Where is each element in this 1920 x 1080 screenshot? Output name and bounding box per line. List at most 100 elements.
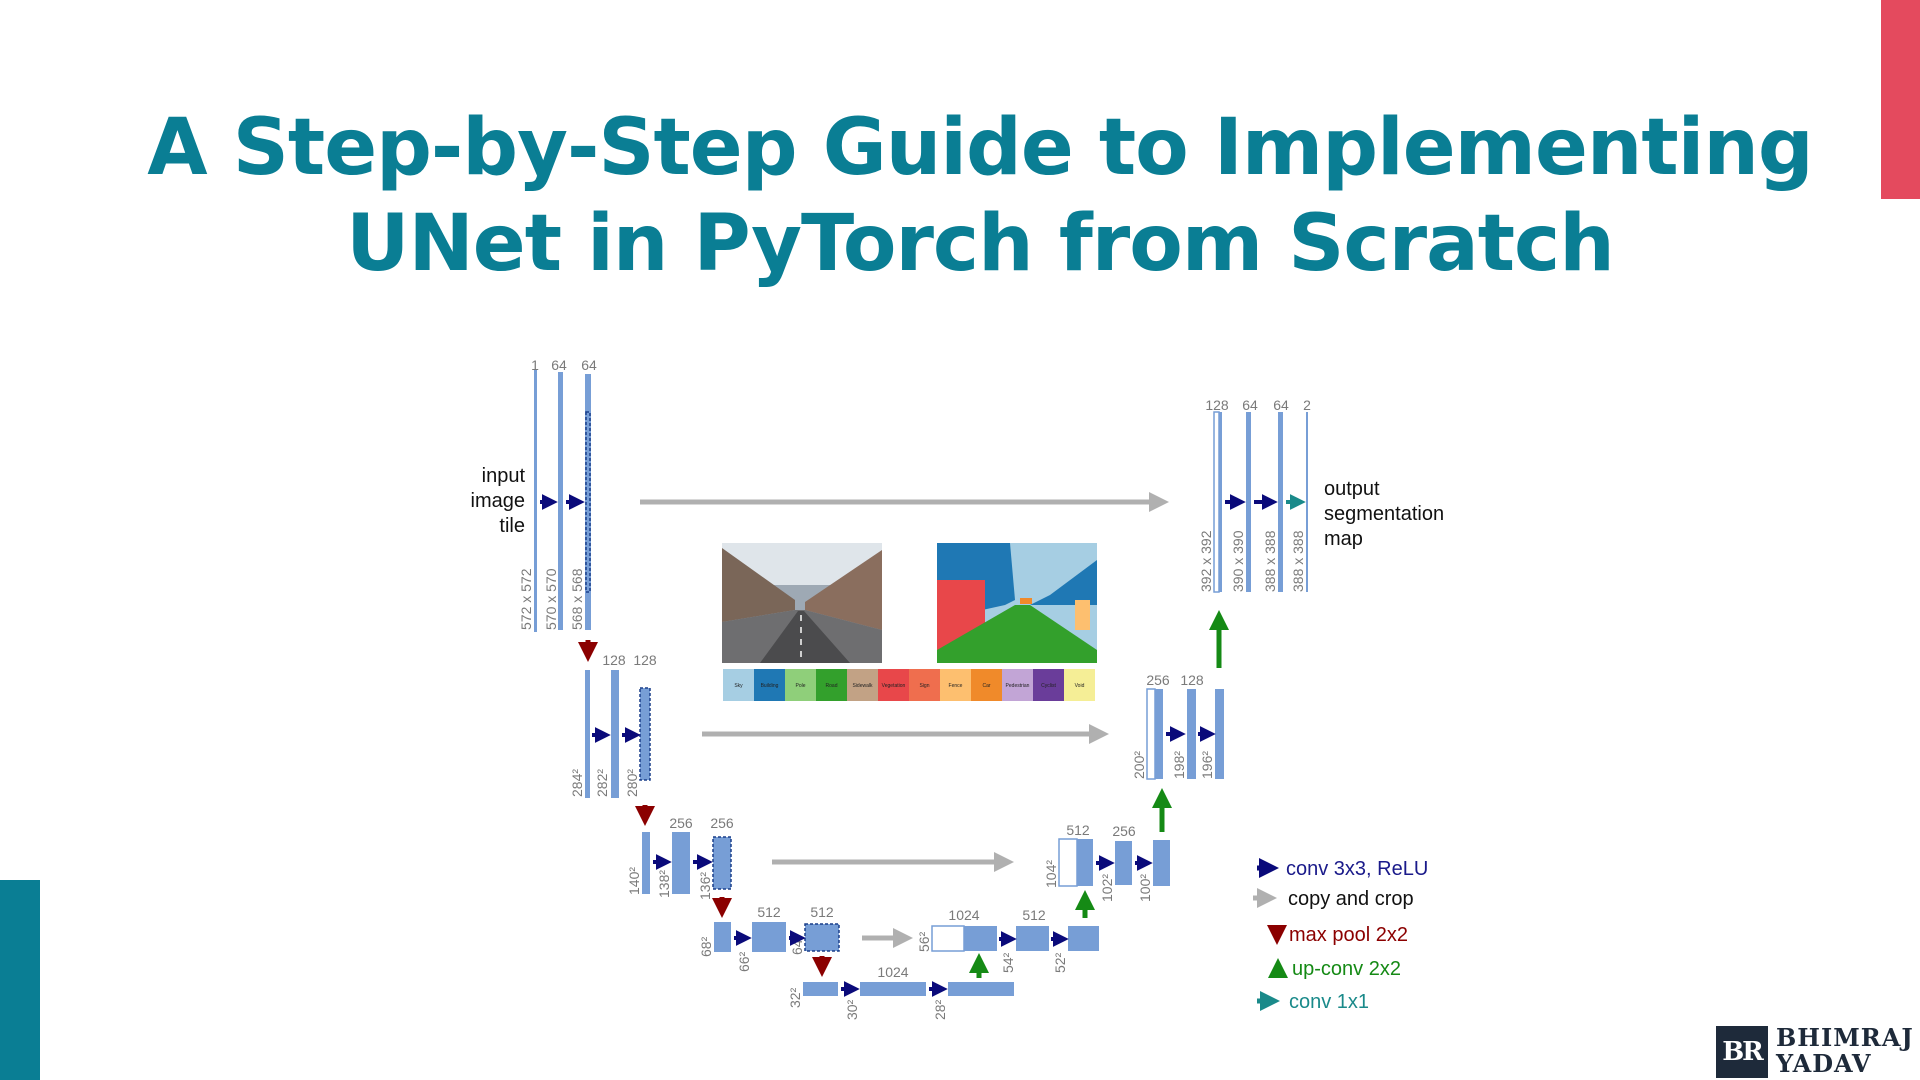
feature-map [642,832,650,894]
size-label: 570 x 570 [543,568,559,630]
channel-label: 128 [602,652,626,668]
feature-map [948,982,1014,996]
class-swatch [754,669,785,701]
size-label: 66² [736,951,752,972]
output-label: output [1324,478,1380,500]
channel-label: 64 [1242,397,1258,413]
channel-label: 1024 [948,907,979,923]
size-label: 388 x 388 [1262,530,1278,592]
size-label: 136² [697,872,713,900]
size-label: 52² [1052,952,1068,973]
size-label: 390 x 390 [1230,530,1246,592]
crop-region [639,687,651,781]
class-label: Sky [734,683,743,689]
cropped-copy [1146,688,1156,780]
decoder-level-2: 256 128 200² 198² 196² [1131,672,1224,780]
cropped-copy [1058,838,1078,887]
channel-label: 1024 [877,964,908,980]
feature-map [1153,840,1170,886]
feature-map [1016,926,1049,951]
feature-map [1246,412,1251,592]
feature-map [558,372,563,630]
size-label: 28² [932,999,948,1020]
class-swatch [878,669,909,701]
output-label: map [1324,528,1363,550]
channel-label: 256 [1112,823,1136,839]
channel-label: 128 [633,652,657,668]
feature-map [964,926,997,951]
size-label: 100² [1137,874,1153,902]
cropped-copy [931,925,965,952]
feature-map [1215,689,1224,779]
encoder-level-3: 256 256 140² 138² 136² [626,815,734,900]
size-label: 104² [1043,860,1059,888]
channel-label: 256 [1146,672,1170,688]
class-label: Car [982,683,990,689]
feature-map [1115,841,1132,885]
cropped-copy [1213,411,1220,593]
class-label: Cyclist [1041,683,1056,689]
legend-conv1x1-label: conv 1x1 [1289,991,1369,1013]
class-label: Pole [795,683,805,689]
input-street-photo [722,543,882,663]
title-line-2: UNet in PyTorch from Scratch [346,199,1615,289]
legend-copy-label: copy and crop [1288,888,1414,910]
size-label: 200² [1131,751,1147,779]
channel-label: 64 [1273,397,1289,413]
class-swatch [1002,669,1033,701]
channel-label: 1 [531,357,539,373]
feature-map [1306,412,1308,592]
size-label: 284² [569,769,585,797]
legend-conv-label: conv 3x3, ReLU [1286,858,1428,880]
brand-name: BHIMRAJ YADAV [1776,1026,1914,1076]
feature-map [611,670,619,798]
channel-label: 64 [551,357,567,373]
class-swatch [940,669,971,701]
size-label: 572 x 572 [518,568,534,630]
class-swatch [816,669,847,701]
channel-label: 64 [581,357,597,373]
class-label: Vegetation [882,683,906,689]
size-label: 138² [656,870,672,898]
feature-map [714,922,731,952]
size-label: 568 x 568 [569,568,585,630]
class-label: Road [826,683,838,689]
class-swatch [847,669,878,701]
decoder-level-4: 1024 512 56² 54² 52² [916,907,1099,973]
feature-map [752,922,786,952]
size-label: 388 x 388 [1290,530,1306,592]
channel-label: 512 [810,904,834,920]
feature-map [1219,412,1222,592]
accent-bar-top-right [1881,0,1920,199]
class-label: Void [1075,683,1085,689]
size-label: 68² [698,936,714,957]
class-label: Fence [949,683,963,689]
feature-map [1155,689,1163,779]
channel-label: 512 [757,904,781,920]
crop-region [585,411,591,593]
size-label: 32² [787,987,803,1008]
size-label: 140² [626,867,642,895]
encoder-level-4: 512 512 68² 66² 64² [698,904,840,972]
class-label: Pedestrian [1006,683,1030,689]
legend-pool-label: max pool 2x2 [1289,924,1408,946]
encoder-level-1: 1 64 64 572 x 572 570 x 570 568 x 568 in… [471,357,597,632]
feature-map [803,982,838,996]
channel-label: 256 [710,815,734,831]
channel-label: 128 [1205,397,1229,413]
feature-map [860,982,926,996]
input-label: image [471,490,525,512]
size-label: 30² [844,999,860,1020]
segmentation-map-image [937,543,1097,663]
output-label: segmentation [1324,503,1444,525]
feature-map [585,670,590,798]
size-label: 54² [1000,952,1016,973]
input-label: input [482,465,526,487]
accent-bar-bottom-left [0,880,40,1080]
class-label: Building [761,683,779,689]
class-swatch [1064,669,1095,701]
brand-name-line-2: YADAV [1776,1049,1872,1078]
brand-logo: BR BHIMRAJ YADAV [1716,1026,1920,1080]
size-label: 392 x 392 [1198,530,1214,592]
